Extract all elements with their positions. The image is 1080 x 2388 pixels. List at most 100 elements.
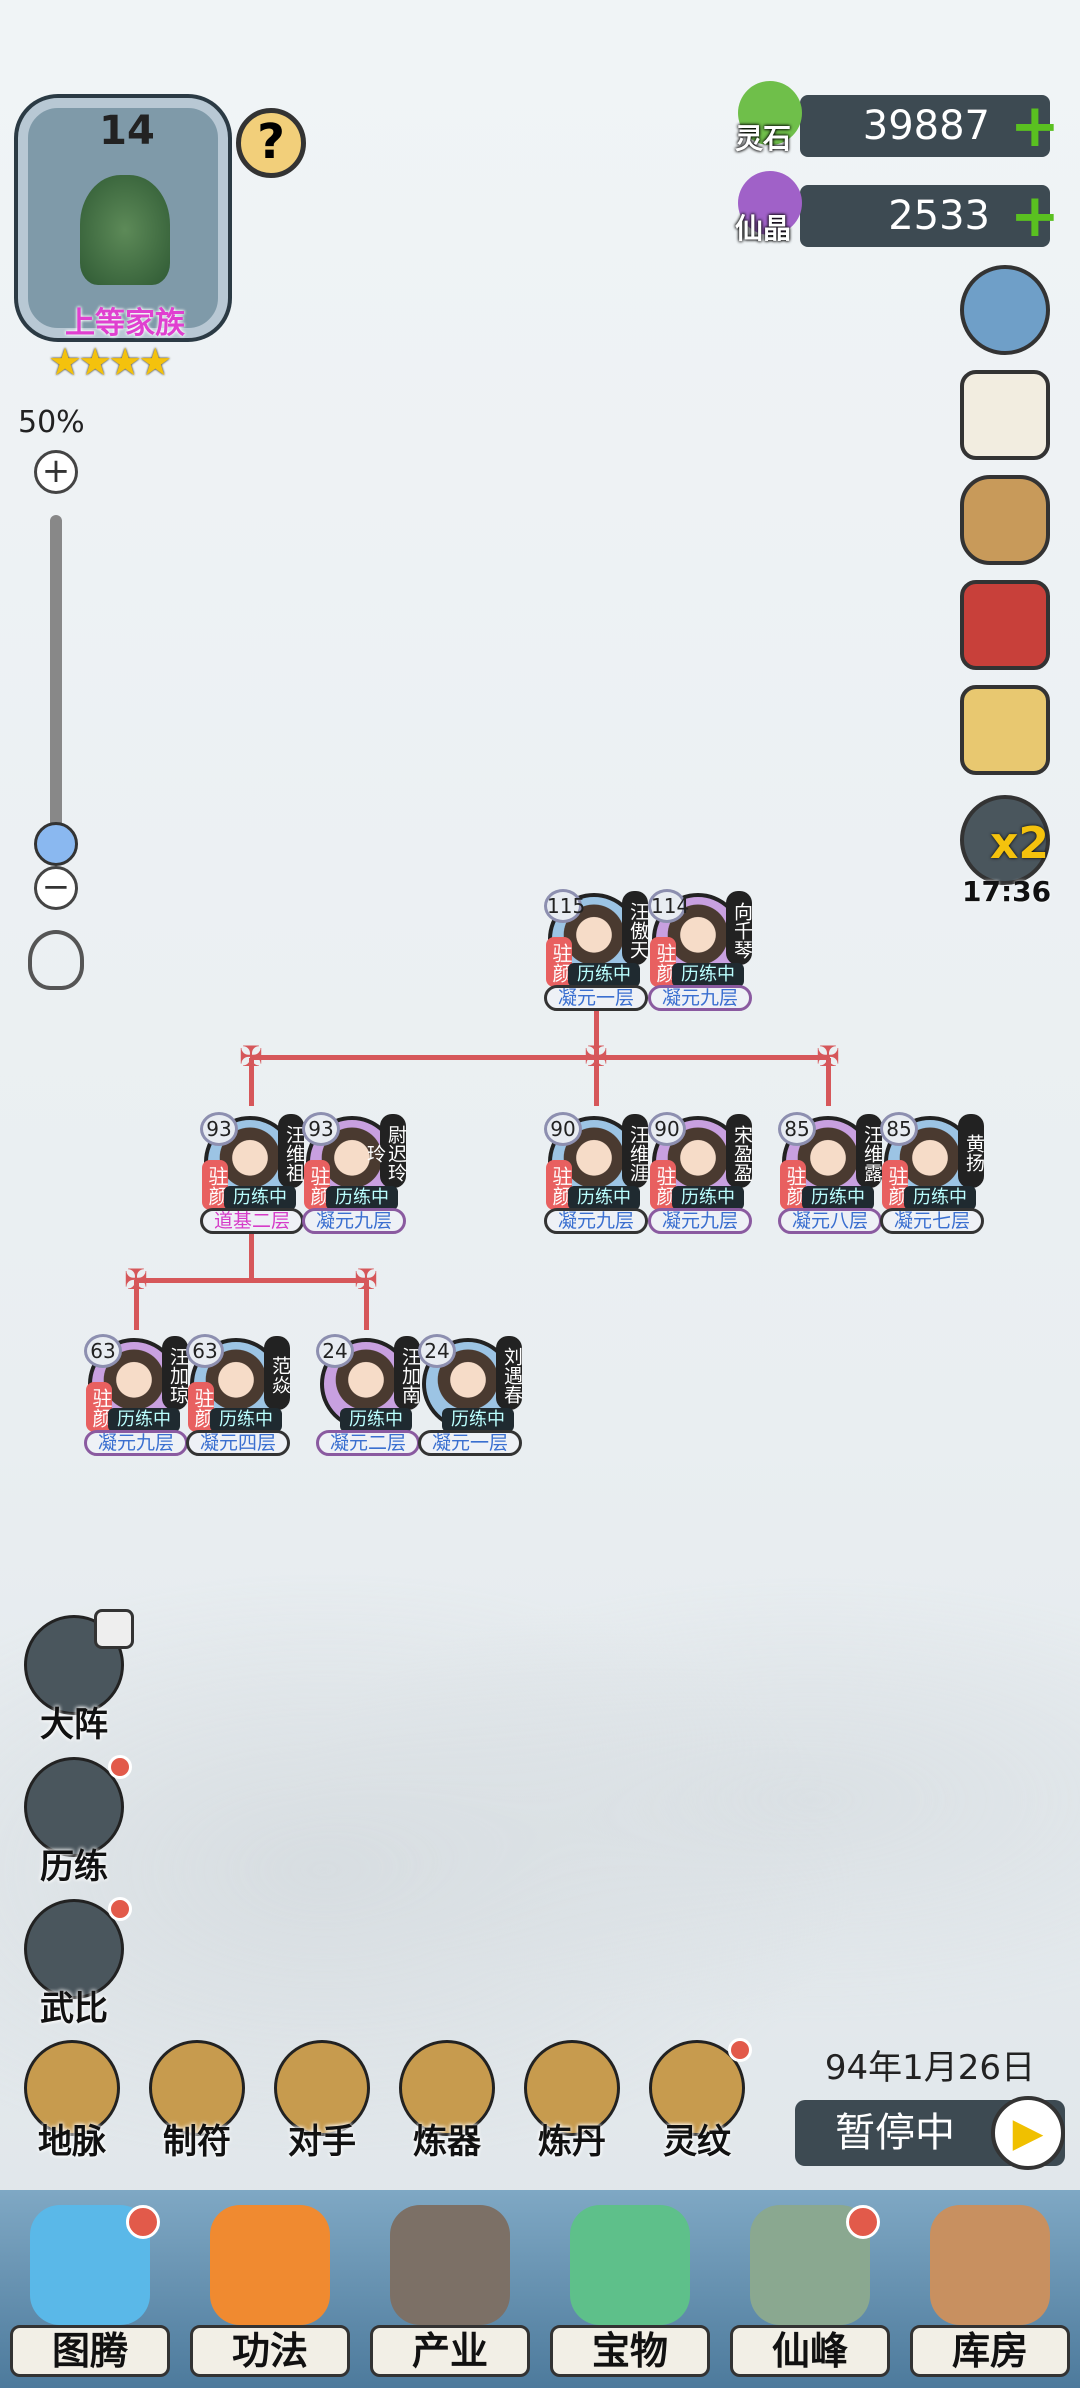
- knot-icon: ✠: [816, 1040, 840, 1073]
- nav-tab-label: 库房: [910, 2325, 1070, 2377]
- side-button-武比[interactable]: 武比: [20, 1897, 132, 2030]
- nav-tab[interactable]: 产业: [360, 2195, 540, 2385]
- zhuyan-badge: 驻颜: [546, 1160, 573, 1210]
- member-level: 63: [84, 1334, 122, 1368]
- feature-icon: [524, 2040, 620, 2136]
- locate-icon[interactable]: [28, 930, 84, 990]
- member-level: 93: [302, 1112, 340, 1146]
- member-status: 历练中: [672, 963, 744, 987]
- member-realm: 凝元四层: [186, 1430, 290, 1456]
- member-realm: 凝元七层: [880, 1208, 984, 1234]
- member-realm: 凝元一层: [544, 985, 648, 1011]
- zhuyan-badge: 驻颜: [188, 1382, 215, 1432]
- pause-status-button[interactable]: 暂停中 ▶: [795, 2096, 1065, 2170]
- speed-timer: 17:36: [962, 875, 1052, 908]
- side-button-label: 武比: [40, 1989, 108, 2029]
- book-icon[interactable]: [960, 580, 1050, 670]
- settings-gear-icon[interactable]: [960, 265, 1050, 355]
- member-status: 历练中: [108, 1408, 180, 1432]
- reward-chest-icon[interactable]: [960, 685, 1050, 775]
- feature-button[interactable]: 对手: [267, 2040, 377, 2163]
- member-realm: 凝元九层: [302, 1208, 406, 1234]
- member-realm: 凝元二层: [316, 1430, 420, 1456]
- tree-line: [364, 1280, 369, 1330]
- pause-label: 暂停中: [835, 2110, 955, 2156]
- member-name: 向千琴: [726, 891, 753, 965]
- play-icon[interactable]: ▶: [991, 2096, 1065, 2170]
- feature-label: 制符: [163, 2122, 231, 2162]
- add-resource-button[interactable]: +: [1009, 181, 1060, 251]
- notification-dot: [108, 1897, 132, 1921]
- nav-tab-icon: [930, 2205, 1050, 2325]
- zhuyan-badge: 驻颜: [780, 1160, 807, 1210]
- nav-tab[interactable]: 宝物: [540, 2195, 720, 2385]
- feature-label: 灵纹: [663, 2122, 731, 2162]
- feature-button[interactable]: 炼器: [392, 2040, 502, 2163]
- side-button-历练[interactable]: 历练: [20, 1755, 132, 1888]
- zoom-percent: 50%: [18, 405, 85, 440]
- side-button-label: 历练: [40, 1847, 108, 1887]
- member-status: 历练中: [442, 1408, 514, 1432]
- letter-icon[interactable]: [960, 370, 1050, 460]
- tree-line: [249, 1232, 254, 1280]
- resource-icon: [738, 171, 802, 235]
- zoom-slider-handle[interactable]: [34, 822, 78, 866]
- scroll-icon[interactable]: [960, 475, 1050, 565]
- nav-tab[interactable]: 功法: [180, 2195, 360, 2385]
- bottom-nav: [0, 2190, 1080, 2388]
- side-button-大阵[interactable]: 大阵: [20, 1609, 134, 1746]
- nav-tab[interactable]: 库房: [900, 2195, 1080, 2385]
- zoom-out-button[interactable]: −: [34, 866, 78, 910]
- game-date: 94年1月26日: [824, 2048, 1036, 2088]
- tree-line: [135, 1278, 367, 1283]
- help-button[interactable]: ?: [236, 108, 306, 178]
- member-level: 115: [544, 889, 585, 923]
- side-button-icon: [24, 1757, 124, 1857]
- member-level: 63: [186, 1334, 224, 1368]
- feature-button[interactable]: 地脉: [17, 2040, 127, 2163]
- zoom-slider-track[interactable]: [50, 515, 62, 835]
- lock-icon: [94, 1609, 134, 1649]
- tree-line: [249, 1058, 254, 1106]
- member-name: 范焱: [264, 1336, 291, 1410]
- member-card[interactable]: 63 范焱驻颜历练中凝元四层: [186, 1330, 291, 1456]
- feature-icon: [399, 2040, 495, 2136]
- zoom-in-button[interactable]: +: [34, 450, 78, 494]
- member-status: 历练中: [224, 1186, 296, 1210]
- knot-icon: ✠: [584, 1040, 608, 1073]
- member-status: 历练中: [210, 1408, 282, 1432]
- member-realm: 凝元九层: [648, 1208, 752, 1234]
- nav-tab[interactable]: 仙峰: [720, 2195, 900, 2385]
- member-realm: 凝元一层: [418, 1430, 522, 1456]
- nav-tab-icon: [390, 2205, 510, 2325]
- tree-line: [250, 1055, 830, 1060]
- member-status: 历练中: [340, 1408, 412, 1432]
- feature-button[interactable]: 炼丹: [517, 2040, 627, 2163]
- feature-button[interactable]: 灵纹: [642, 2038, 752, 2163]
- feature-button[interactable]: 制符: [142, 2040, 252, 2163]
- rank-stars: ★★★★: [48, 340, 172, 384]
- add-resource-button[interactable]: +: [1009, 91, 1060, 161]
- zhuyan-badge: 驻颜: [650, 1160, 677, 1210]
- speed-up-button[interactable]: [960, 795, 1050, 885]
- resource-label: 仙晶: [735, 212, 792, 245]
- nav-tab[interactable]: 图腾: [0, 2195, 180, 2385]
- member-realm: 凝元九层: [544, 1208, 648, 1234]
- member-level: 24: [418, 1334, 456, 1368]
- side-button-icon: [24, 1899, 124, 1999]
- knot-icon: ✠: [354, 1263, 378, 1296]
- notification-dot: [846, 2205, 880, 2239]
- nav-tab-icon: [570, 2205, 690, 2325]
- notification-dot: [728, 2038, 752, 2062]
